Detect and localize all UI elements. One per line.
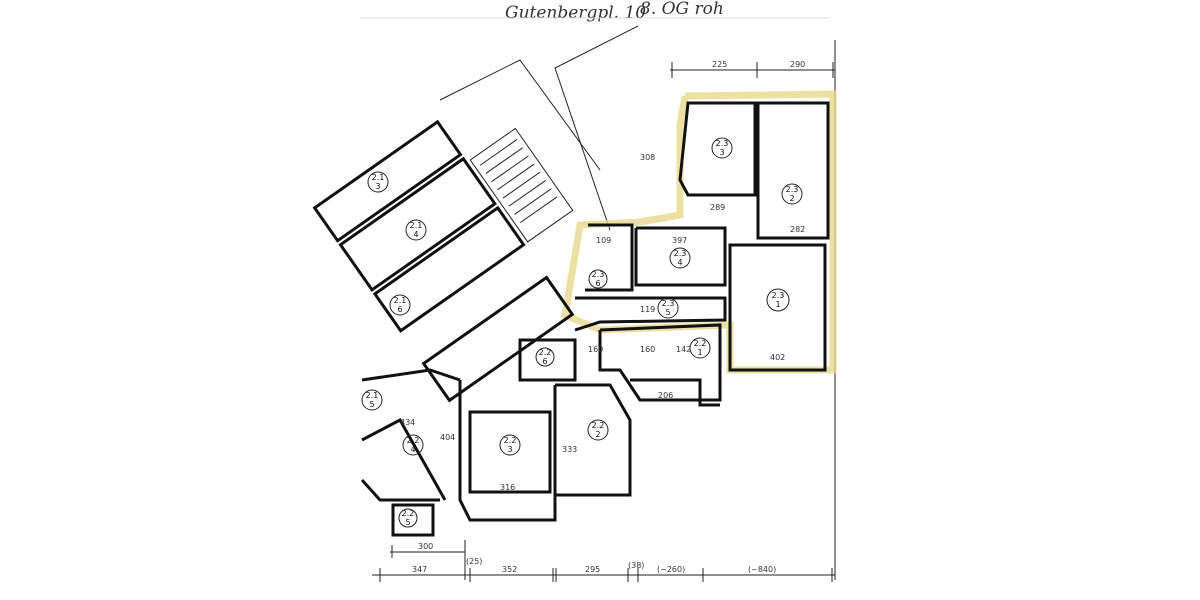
svg-text:2.3: 2.3 (786, 185, 799, 194)
room-2-1-3: 2.13 (367, 171, 389, 193)
room-2-1-4: 2.14 (405, 219, 427, 241)
interior-dimensions: 289 397 282 402 109 119 160 142 308 316 … (400, 153, 805, 492)
address-handwritten: Gutenbergpl. 10 (505, 3, 646, 23)
room-2-3-6: 2.36 (588, 269, 608, 289)
dim-bottom-352: 352 (502, 565, 517, 574)
svg-text:2.2: 2.2 (694, 339, 707, 348)
room-2-2-2: 2.22 (587, 419, 609, 441)
svg-text:109: 109 (596, 236, 611, 245)
svg-text:2.3: 2.3 (674, 249, 687, 258)
dim-bottom-25: (25) (466, 557, 482, 566)
svg-text:3: 3 (375, 182, 380, 191)
svg-text:142: 142 (676, 345, 691, 354)
room-2-2-5: 2.25 (398, 508, 418, 528)
svg-text:2: 2 (595, 430, 600, 439)
svg-text:6: 6 (595, 279, 600, 288)
svg-text:119: 119 (640, 305, 655, 314)
svg-text:397: 397 (672, 236, 687, 245)
unit-highlight (561, 90, 837, 374)
room-2-3-4: 2.34 (669, 247, 691, 269)
svg-text:3: 3 (507, 445, 512, 454)
svg-text:2.1: 2.1 (372, 173, 385, 182)
svg-text:1: 1 (775, 300, 780, 309)
svg-text:4: 4 (413, 230, 418, 239)
dim-bottom-260: (~260) (657, 565, 685, 574)
svg-text:5: 5 (369, 400, 374, 409)
svg-text:206: 206 (658, 391, 673, 400)
svg-text:2.3: 2.3 (716, 139, 729, 148)
svg-text:282: 282 (790, 225, 805, 234)
svg-text:2.2: 2.2 (402, 509, 415, 518)
room-2-2-4: 2.24 (402, 434, 424, 456)
svg-text:2.3: 2.3 (772, 291, 785, 300)
dim-bottom-840: (~840) (748, 565, 776, 574)
svg-text:316: 316 (500, 483, 515, 492)
wing-outline (439, 59, 601, 171)
site-boundary (554, 25, 639, 231)
svg-text:5: 5 (405, 518, 410, 527)
lower-left-room (361, 417, 447, 501)
svg-text:2: 2 (789, 194, 794, 203)
unit-2-1-walls (312, 119, 575, 403)
svg-text:2.3: 2.3 (662, 299, 675, 308)
svg-text:4: 4 (410, 445, 415, 454)
room-2-3-5: 2.35 (657, 297, 679, 319)
room-2-3-3: 2.33 (711, 137, 733, 159)
top-dimension-line: 225 290 (670, 60, 835, 78)
dim-top-2: 290 (790, 60, 805, 69)
svg-text:4: 4 (677, 258, 682, 267)
room-2-1-6: 2.16 (389, 294, 411, 316)
lower-left-wall (361, 368, 461, 382)
svg-text:308: 308 (640, 153, 655, 162)
room-2-2-6: 2.26 (535, 347, 555, 367)
svg-text:404: 404 (440, 433, 455, 442)
room-2-3-1: 2.31 (766, 288, 790, 312)
bottom-dimension-line: 300 347 (25) 352 295 (38) (~260) (~840) (372, 540, 835, 582)
svg-text:3: 3 (719, 148, 724, 157)
svg-text:5: 5 (665, 308, 670, 317)
unit-2-2-walls (360, 338, 720, 537)
dim-bottom-295: 295 (585, 565, 600, 574)
note-handwritten: 8. OG roh (640, 0, 724, 19)
unit-2-3-walls (574, 101, 830, 402)
svg-text:160: 160 (640, 345, 655, 354)
svg-text:1: 1 (697, 348, 702, 357)
svg-text:2.2: 2.2 (539, 348, 552, 357)
dim-bottom-38: (38) (628, 561, 644, 570)
room-labels: 2.33 2.32 2.34 2.36 2.35 2.31 2.21 2.26 … (361, 137, 803, 528)
svg-text:289: 289 (710, 203, 725, 212)
dim-bottom-347: 347 (412, 565, 427, 574)
room-2-2-1: 2.21 (689, 337, 711, 359)
svg-text:6: 6 (542, 357, 547, 366)
svg-text:160: 160 (588, 345, 603, 354)
svg-text:2.3: 2.3 (592, 270, 605, 279)
svg-text:2.2: 2.2 (504, 436, 517, 445)
room-2-3-2: 2.32 (781, 183, 803, 205)
svg-text:2.1: 2.1 (394, 296, 407, 305)
room-2-2-3: 2.23 (499, 434, 521, 456)
svg-text:333: 333 (562, 445, 577, 454)
dim-top-1: 225 (712, 60, 727, 69)
svg-text:434: 434 (400, 418, 415, 427)
svg-text:2.1: 2.1 (410, 221, 423, 230)
svg-text:2.1: 2.1 (366, 391, 379, 400)
dim-bottom-300: 300 (418, 542, 433, 551)
svg-text:402: 402 (770, 353, 785, 362)
svg-text:6: 6 (397, 305, 402, 314)
room-2-1-5: 2.15 (361, 389, 383, 411)
svg-text:2.2: 2.2 (592, 421, 605, 430)
svg-text:2.2: 2.2 (407, 436, 420, 445)
